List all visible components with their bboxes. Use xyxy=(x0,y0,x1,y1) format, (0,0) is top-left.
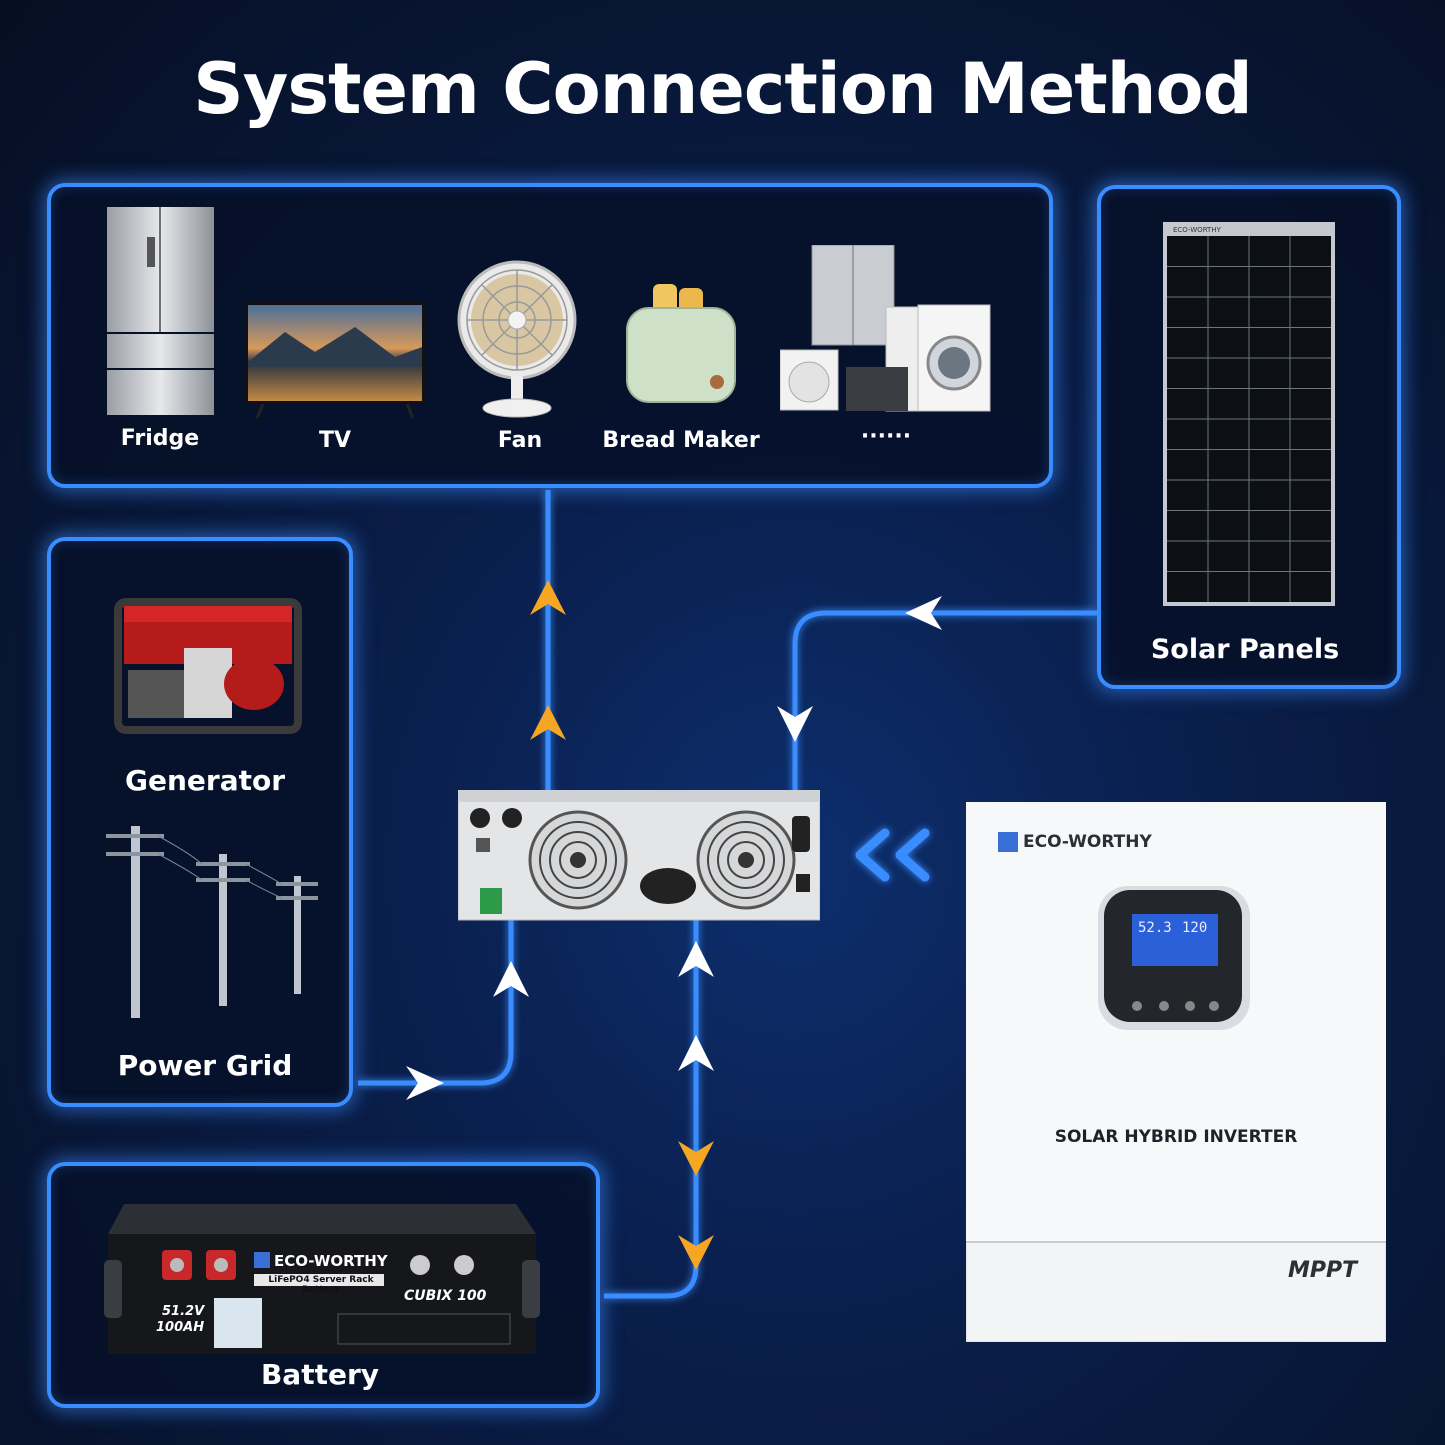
generator-label: Generator xyxy=(124,764,286,797)
inverter-back-image xyxy=(457,790,821,922)
double-chevron-icon xyxy=(855,828,930,882)
solar-panel-image: ECO-WORTHY xyxy=(1163,222,1335,606)
battery-voltage-text: 51.2V xyxy=(162,1304,205,1319)
battery-image: ECO-WORTHY LiFePO4 Server Rack Battery C… xyxy=(104,1204,540,1356)
inverter-display-left: 52.3 xyxy=(1138,920,1172,936)
fridge-label: Fridge xyxy=(120,426,200,451)
solar-brand-text: ECO-WORTHY xyxy=(1173,226,1222,234)
inverter-mppt-text: MPPT xyxy=(1288,1258,1358,1283)
fridge-image xyxy=(107,207,214,415)
line-solar-to-inverter xyxy=(792,610,1097,803)
bread-maker-label: Bread Maker xyxy=(602,428,760,453)
arrow-left-white-solar xyxy=(905,596,942,630)
line-battery-to-inverter xyxy=(604,903,699,1299)
arrow-down-white-solar xyxy=(777,706,813,742)
power-grid-image xyxy=(98,822,320,1022)
arrow-right-white-grid xyxy=(406,1066,444,1100)
inverter-brand-text: ECO-WORTHY xyxy=(1023,832,1152,852)
arrow-up-white-battery-1 xyxy=(678,941,714,977)
arrow-up-orange-1 xyxy=(530,580,566,615)
fan-label: Fan xyxy=(497,428,543,453)
other-appliances-label: ······ xyxy=(860,424,912,449)
fan-image xyxy=(449,258,585,420)
battery-label: Battery xyxy=(260,1358,380,1391)
bread-maker-image xyxy=(625,282,737,406)
arrow-up-orange-2 xyxy=(530,705,566,740)
battery-model-text: CUBIX 100 xyxy=(404,1288,487,1304)
solar-panels-label: Solar Panels xyxy=(1150,634,1340,665)
tv-image xyxy=(245,302,425,420)
battery-capacity-text: 100AH xyxy=(156,1320,205,1335)
page-title: System Connection Method xyxy=(193,48,1252,130)
power-grid-label: Power Grid xyxy=(117,1049,293,1082)
arrow-down-orange-battery-2 xyxy=(678,1235,714,1270)
tv-label: TV xyxy=(318,428,352,453)
generator-image xyxy=(104,588,312,746)
arrow-up-white-grid xyxy=(493,961,529,997)
arrow-up-white-battery-2 xyxy=(678,1035,714,1071)
other-appliances-image xyxy=(779,244,992,413)
inverter-front-image: ECO-WORTHY 52.3 120 SOLAR HYBRID INVERTE… xyxy=(965,801,1387,1343)
line-grid-to-inverter xyxy=(358,903,514,1086)
battery-subtitle-text: LiFePO4 Server Rack Battery xyxy=(268,1275,374,1295)
inverter-name-text: SOLAR HYBRID INVERTER xyxy=(1054,1127,1298,1147)
inverter-display-right: 120 xyxy=(1182,920,1208,936)
arrow-down-orange-battery-1 xyxy=(678,1141,714,1176)
battery-brand-text: ECO-WORTHY xyxy=(274,1252,388,1270)
